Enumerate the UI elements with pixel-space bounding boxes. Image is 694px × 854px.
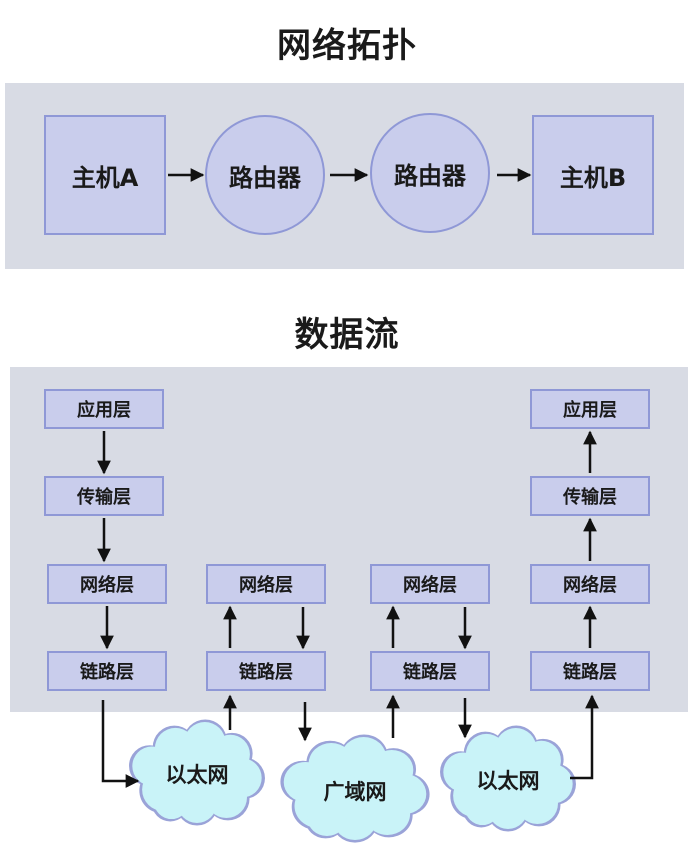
host-a-box: 主机A bbox=[44, 115, 166, 235]
host-b-link-layer: 链路层 bbox=[530, 651, 650, 691]
router-1-circle: 路由器 bbox=[205, 115, 325, 235]
router-2-circle: 路由器 bbox=[370, 113, 490, 233]
router-1-link-layer: 链路层 bbox=[206, 651, 326, 691]
router-2-link-layer: 链路层 bbox=[370, 651, 490, 691]
host-a-application-layer: 应用层 bbox=[44, 389, 164, 429]
path-ethernet2-to-b-link bbox=[570, 694, 599, 780]
wan-label: 广域网 bbox=[323, 780, 387, 804]
host-b-transport-layer: 传输层 bbox=[530, 476, 650, 516]
path-a-link-to-ethernet1 bbox=[101, 700, 140, 788]
host-b-application-layer: 应用层 bbox=[530, 389, 650, 429]
host-b-box: 主机B bbox=[532, 115, 654, 235]
host-a-transport-layer: 传输层 bbox=[44, 476, 164, 516]
ethernet-1-label: 以太网 bbox=[165, 763, 229, 787]
host-a-link-layer: 链路层 bbox=[47, 651, 167, 691]
dataflow-title: 数据流 bbox=[294, 315, 400, 355]
host-b-network-layer: 网络层 bbox=[530, 564, 650, 604]
topology-title: 网络拓扑 bbox=[277, 26, 417, 66]
host-a-network-layer: 网络层 bbox=[47, 564, 167, 604]
router-2-network-layer: 网络层 bbox=[370, 564, 490, 604]
ethernet-2-label: 以太网 bbox=[476, 769, 540, 793]
router-1-network-layer: 网络层 bbox=[206, 564, 326, 604]
